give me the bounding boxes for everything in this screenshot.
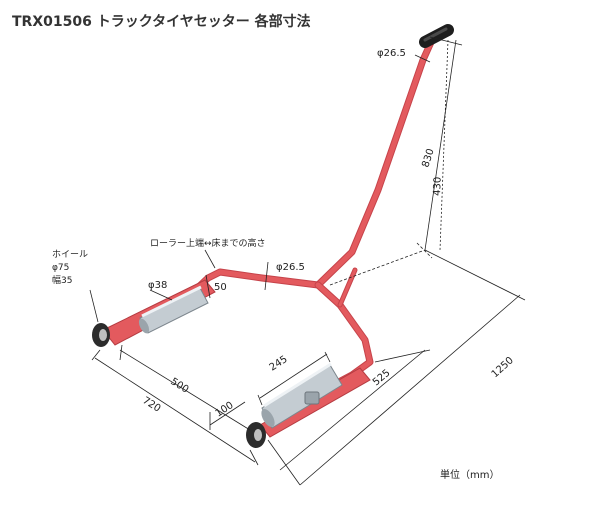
overall-length-label: 1250 [490, 355, 516, 380]
front-wheel [246, 422, 266, 448]
frame-diameter-label: φ26.5 [276, 262, 305, 273]
frame [116, 36, 436, 396]
dimension-lines [89, 36, 526, 486]
handle-diameter-label: φ26.5 [377, 48, 406, 59]
roller-spacing-label: 500 [168, 376, 190, 395]
roller-diameter-label: φ38 [148, 280, 167, 291]
wheel-label-line2: φ75 [52, 263, 69, 273]
wheel-label-line3: 幅35 [52, 274, 72, 286]
roller-height-caption: ローラー上端↔床までの高さ [150, 237, 266, 249]
rear-roller-assembly [92, 279, 216, 347]
depth-label: 525 [371, 368, 393, 389]
handle-height-label: 430 [432, 177, 444, 196]
front-roller [261, 362, 343, 429]
rear-roller [138, 285, 209, 334]
wheel-label-line1: ホイール [52, 249, 88, 260]
roller-length-label: 245 [268, 354, 290, 374]
unit-label: 単位（mm） [440, 468, 499, 481]
front-roller-assembly [246, 362, 371, 448]
roller-height-value: 50 [214, 282, 227, 293]
handle-length-label: 830 [420, 147, 436, 169]
offset-label: 100 [214, 400, 236, 420]
rear-wheel [92, 323, 110, 347]
width-label: 720 [140, 395, 162, 414]
handle-grip [419, 24, 454, 48]
page-title: TRX01506 トラックタイヤセッター 各部寸法 [12, 13, 311, 30]
